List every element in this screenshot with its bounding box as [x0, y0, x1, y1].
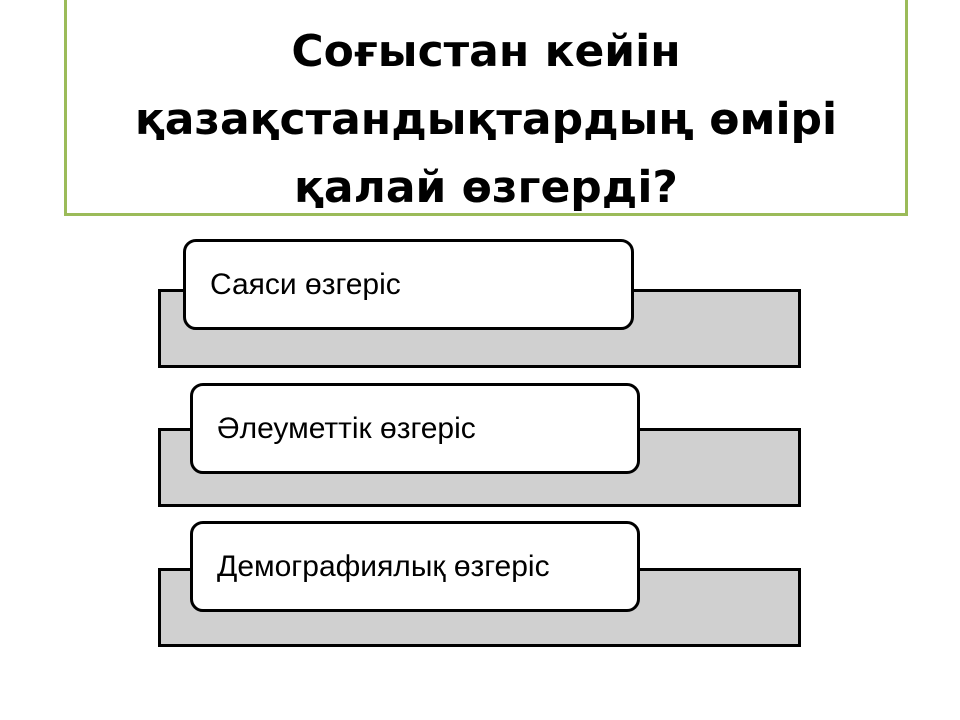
item-label-political: Саяси өзгеріс [183, 239, 634, 330]
title-line-1: Соғыстан кейін [291, 26, 681, 77]
title-line-3: қалай өзгерді? [294, 162, 678, 213]
title-box: Соғыстан кейін қазақстандықтардың өмірі … [64, 0, 908, 216]
item-label-social: Әлеуметтік өзгеріс [190, 383, 640, 474]
slide-title: Соғыстан кейін қазақстандықтардың өмірі … [67, 18, 905, 222]
title-line-2: қазақстандықтардың өмірі [134, 94, 838, 145]
item-label-demographic: Демографиялық өзгеріс [190, 521, 640, 612]
